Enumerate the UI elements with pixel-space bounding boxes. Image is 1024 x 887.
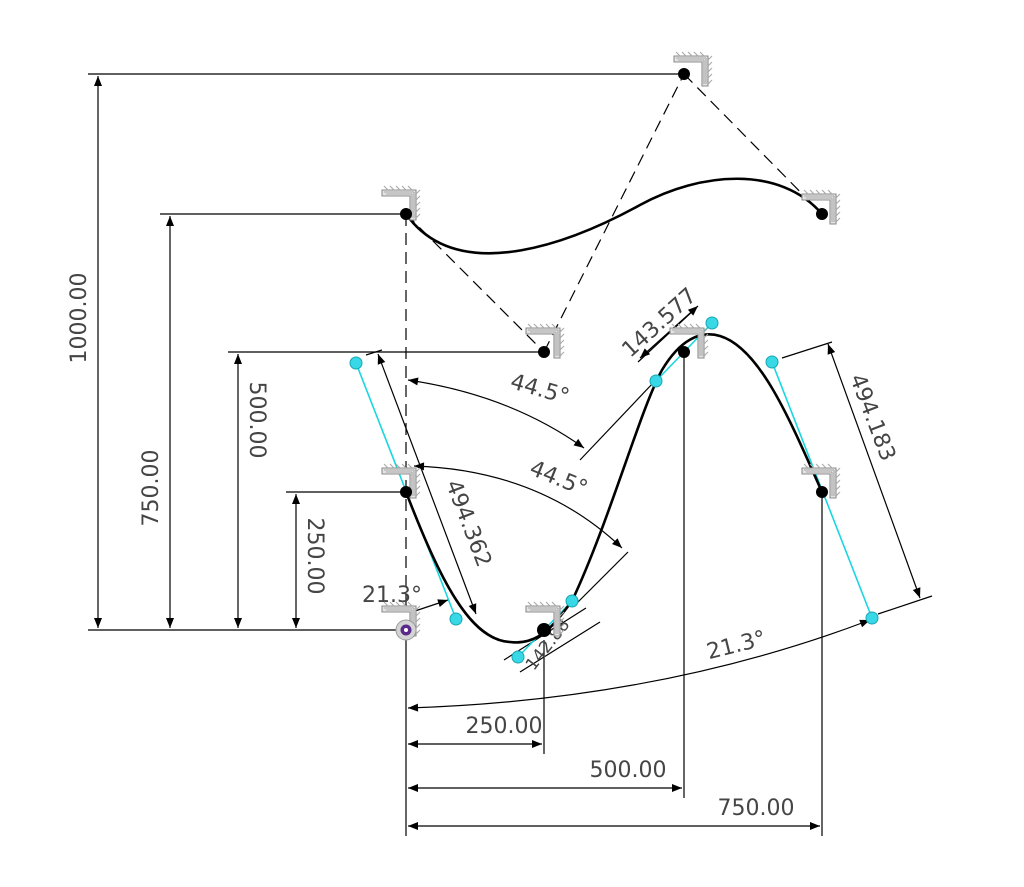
dim-h750[interactable]: 750.00 (718, 796, 795, 821)
handle-point[interactable] (649, 374, 663, 388)
handle-point[interactable] (765, 355, 779, 369)
handle-point[interactable] (511, 650, 525, 664)
dim-line-len-right (827, 343, 921, 599)
lower-spline[interactable] (404, 333, 824, 644)
fix-constraint-icon[interactable] (673, 51, 713, 87)
horizontal-dimensions: 250.00 500.00 750.00 (405, 352, 823, 836)
dim-h250[interactable]: 250.00 (466, 714, 543, 739)
handle-point[interactable] (705, 316, 719, 330)
vertical-dimensions: 1000.00 750.00 500.00 250.00 (67, 73, 684, 631)
sketch-point[interactable] (537, 623, 551, 637)
ext-len-bottom-b (519, 621, 601, 673)
dim-750[interactable]: 750.00 (139, 450, 164, 527)
dim-ang-left-upper[interactable]: 44.5° (508, 369, 573, 410)
dim-len-left-handle[interactable]: 494.362 (440, 477, 496, 571)
dim-ang-bottom-large[interactable]: 21.3° (704, 626, 768, 665)
dim-line-len-top (639, 305, 699, 359)
dim-line-len-left (377, 353, 477, 615)
ext-len-left-a (365, 349, 383, 356)
dim-len-right-handle[interactable]: 494.183 (844, 371, 900, 465)
ext-len-right-b (877, 595, 933, 615)
sketch-point[interactable] (816, 208, 828, 220)
arc-ang-large (407, 619, 871, 712)
construction-diagonal-2 (543, 73, 685, 353)
sketch-point[interactable] (400, 208, 412, 220)
sketch-point[interactable] (678, 346, 690, 358)
dim-ang-left-lower[interactable]: 44.5° (526, 456, 591, 502)
origin-point-icon[interactable] (395, 619, 417, 641)
ext-ang-upper (579, 381, 655, 461)
sketch-point[interactable] (678, 68, 690, 80)
angular-dimensions: 44.5° 44.5° 21.3° 21.3° (362, 369, 871, 712)
tangent-handles (355, 322, 873, 658)
handle-points (349, 316, 879, 664)
sketch-point[interactable] (400, 486, 412, 498)
dim-1000[interactable]: 1000.00 (67, 273, 92, 364)
dim-h500[interactable]: 500.00 (590, 758, 667, 783)
construction-diagonal-3 (683, 73, 823, 215)
handle-point[interactable] (449, 612, 463, 626)
sketch-points (400, 68, 828, 637)
ext-ang-lower (573, 551, 629, 607)
sketch-point[interactable] (816, 486, 828, 498)
sketch-point[interactable] (538, 346, 550, 358)
dim-250[interactable]: 250.00 (302, 518, 327, 595)
curves (404, 177, 824, 644)
upper-spline[interactable] (404, 177, 823, 255)
ext-len-right-a (781, 341, 833, 359)
handle-point[interactable] (865, 611, 879, 625)
handle-point[interactable] (565, 594, 579, 608)
dim-500[interactable]: 500.00 (244, 382, 269, 459)
construction-diagonal-1 (405, 213, 545, 353)
handle-point[interactable] (349, 356, 363, 370)
